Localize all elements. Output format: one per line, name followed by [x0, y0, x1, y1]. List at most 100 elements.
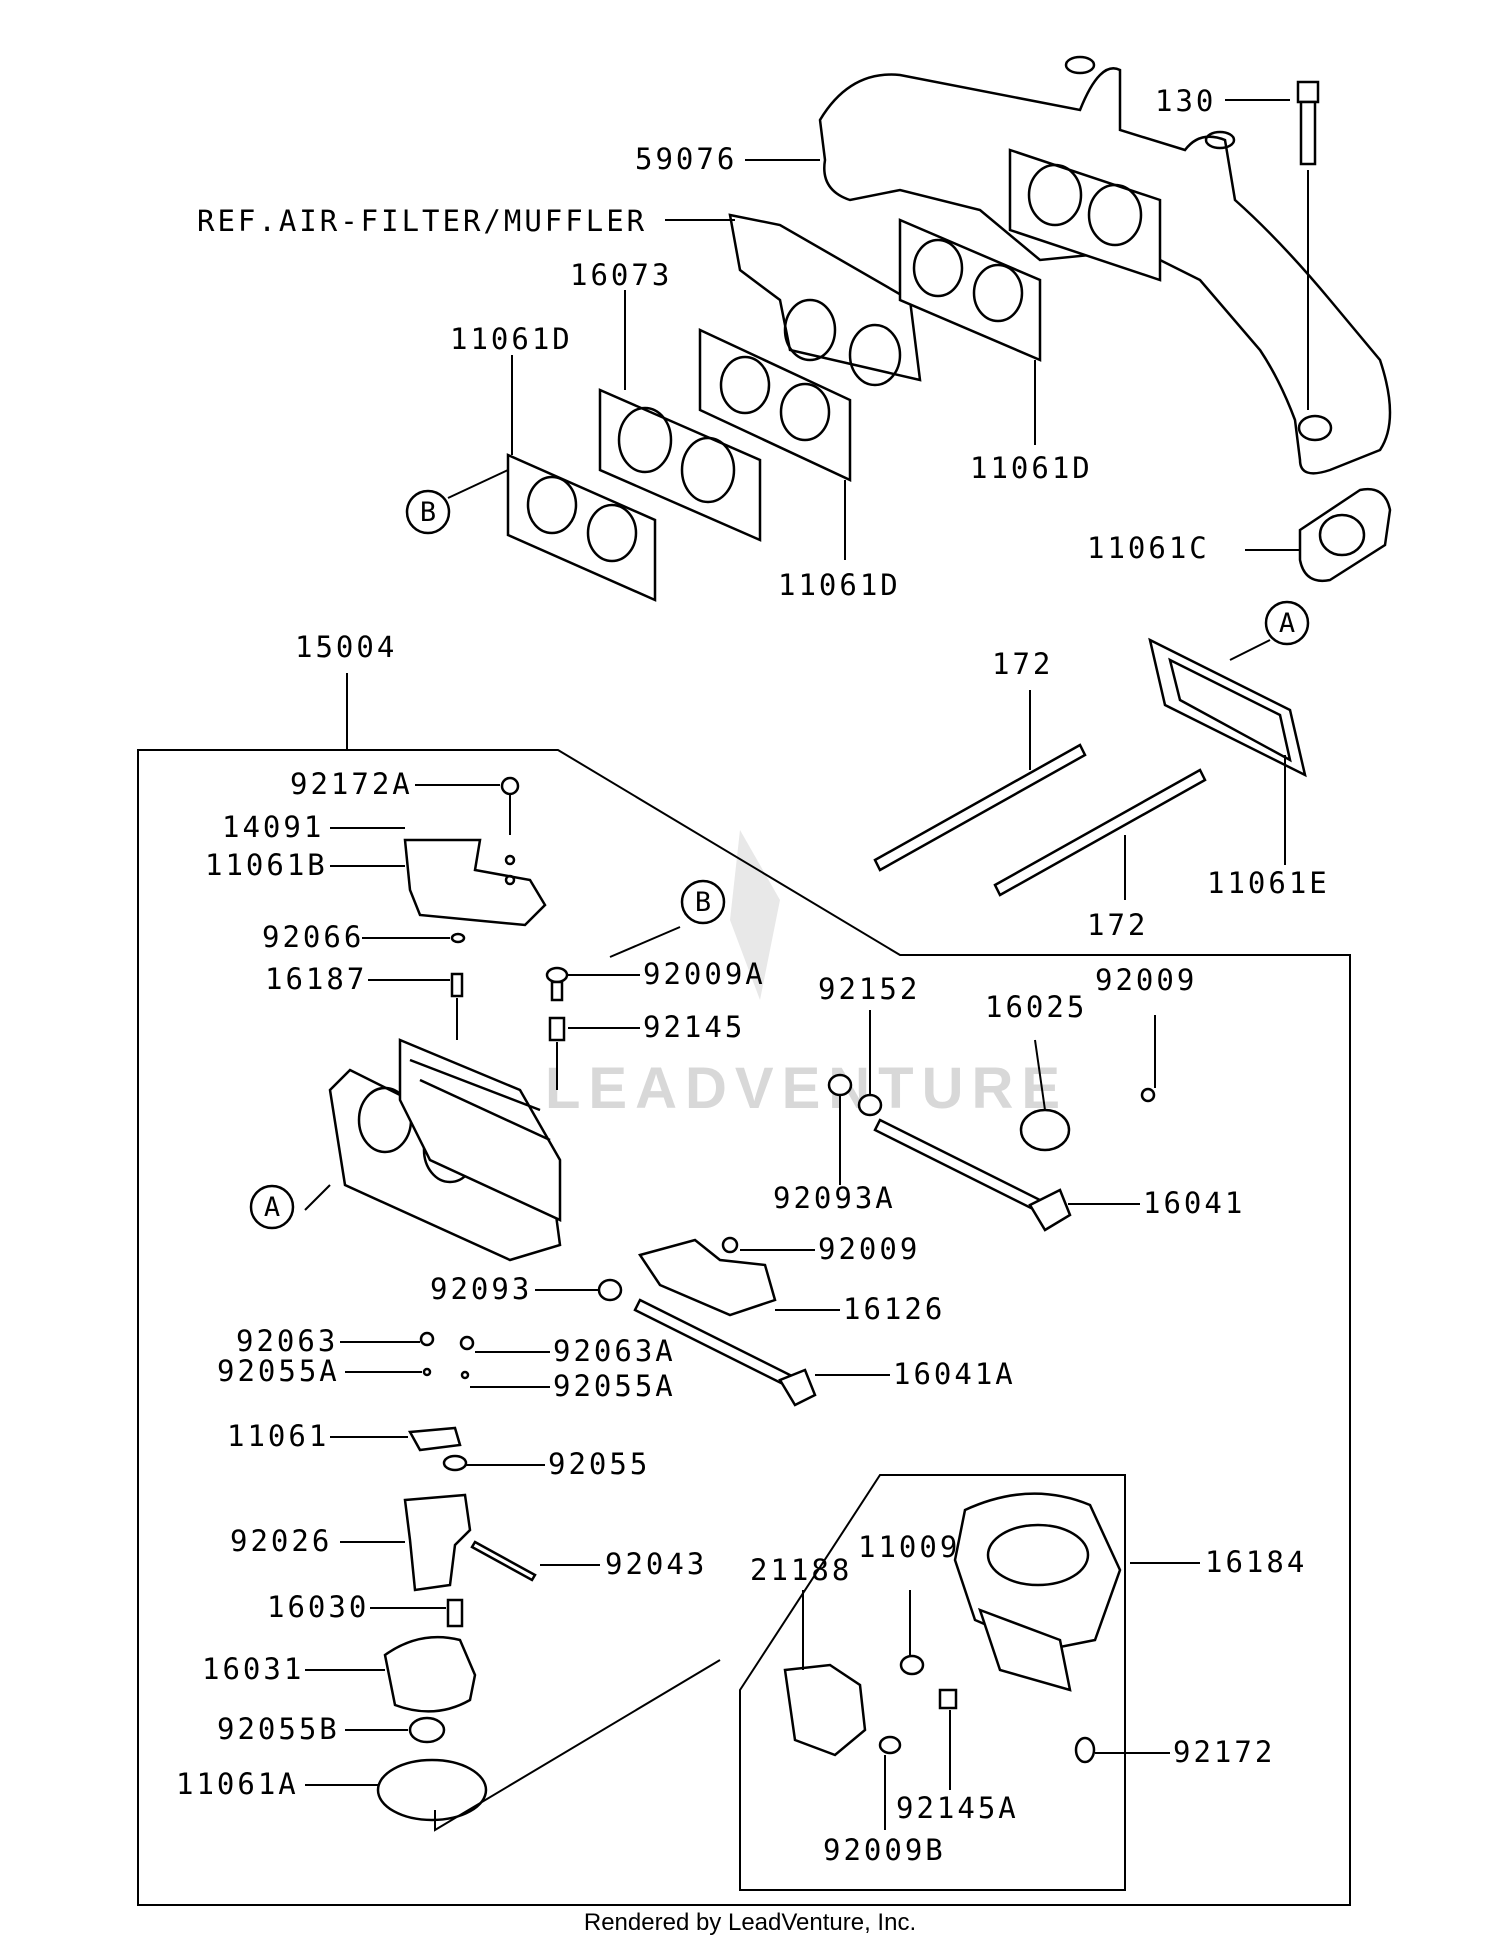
- label-92145: 92145: [643, 1010, 745, 1044]
- label-92172: 92172: [1173, 1735, 1275, 1769]
- sensor-21188: [783, 1663, 867, 1757]
- label-130: 130: [1155, 84, 1216, 118]
- label-92055b: 92055B: [217, 1712, 340, 1746]
- label-92009-lower: 92009: [818, 1232, 920, 1266]
- screw-92172: [1074, 1736, 1096, 1764]
- label-59076: 59076: [635, 142, 737, 176]
- screw-92009-lower: [721, 1236, 739, 1254]
- spring-92145a: [938, 1688, 958, 1710]
- label-92093a: 92093A: [773, 1181, 896, 1215]
- label-11061: 11061: [227, 1419, 329, 1453]
- label-92152: 92152: [818, 972, 920, 1006]
- oring-11061a: [376, 1758, 488, 1822]
- float-16031: [383, 1635, 477, 1713]
- throttle-body-16184: [953, 1492, 1122, 1692]
- label-11061b: 11061B: [205, 848, 328, 882]
- label-16041a: 16041A: [893, 1357, 1016, 1391]
- oring-92055: [442, 1454, 468, 1472]
- label-14091: 14091: [222, 810, 324, 844]
- valve-16025: [1019, 1108, 1071, 1152]
- label-11061d-left: 11061D: [450, 322, 573, 356]
- label-92063a: 92063A: [553, 1334, 676, 1368]
- ref-a-upper: A: [1264, 600, 1310, 646]
- label-92009-upper: 92009: [1095, 963, 1197, 997]
- ref-a-lower: A: [249, 1184, 295, 1230]
- label-172-lower: 172: [1087, 908, 1148, 942]
- screw-92009a: [545, 966, 569, 1002]
- watermark-text: LEADVENTURE: [545, 1056, 1068, 1121]
- oring-92055b: [408, 1716, 446, 1744]
- gasket-11061d-right: [898, 218, 1042, 362]
- label-16187: 16187: [265, 962, 367, 996]
- intake-manifold: [818, 55, 1392, 475]
- plate-16126: [637, 1238, 777, 1317]
- label-172-upper: 172: [992, 647, 1053, 681]
- label-11061e: 11061E: [1207, 866, 1330, 900]
- svg-text:A: A: [264, 1192, 280, 1223]
- svg-text:A: A: [1279, 608, 1295, 639]
- label-15004: 15004: [295, 630, 397, 664]
- plate-14091: [403, 838, 547, 927]
- watermark-logo: [730, 830, 780, 1000]
- svg-text:B: B: [695, 887, 711, 918]
- label-16126: 16126: [843, 1292, 945, 1326]
- shaft-16041a: [633, 1298, 817, 1407]
- shaft-16041: [873, 1118, 1072, 1232]
- leader-ref-b-upper: [447, 469, 509, 499]
- jet-92063a: [459, 1335, 475, 1351]
- gasket-11061d-left: [506, 453, 657, 602]
- oring-92055a-left: [422, 1367, 432, 1377]
- spring-92145: [548, 1016, 566, 1090]
- label-16073: 16073: [570, 258, 672, 292]
- seal-92093a: [827, 1073, 853, 1097]
- ref-b-lower: B: [680, 879, 726, 925]
- footer-credit: Rendered by LeadVenture, Inc.: [584, 1909, 916, 1936]
- leader-16025: [1034, 1039, 1046, 1111]
- label-92009b: 92009B: [823, 1833, 946, 1867]
- ref-b-upper: B: [405, 489, 451, 535]
- label-16184: 16184: [1205, 1545, 1307, 1579]
- gasket-11061: [407, 1426, 462, 1452]
- label-92063: 92063: [236, 1324, 338, 1358]
- label-92055a-right: 92055A: [553, 1369, 676, 1403]
- watermark: LEADVENTURE: [545, 830, 1068, 1121]
- label-92026: 92026: [230, 1524, 332, 1558]
- label-16025: 16025: [985, 990, 1087, 1024]
- stud-172-lower: [993, 768, 1207, 897]
- label-21188: 21188: [750, 1553, 852, 1587]
- gasket-11061d-middle: [698, 328, 852, 482]
- screw-92009-upper: [1140, 1087, 1156, 1103]
- label-11061d-middle: 11061D: [778, 568, 901, 602]
- bolt-130: [1296, 80, 1320, 410]
- screw-92172a: [500, 776, 520, 835]
- label-92055a-left: 92055A: [217, 1354, 340, 1388]
- label-ref-air-filter: REF.AIR-FILTER/MUFFLER: [197, 204, 647, 238]
- carburetor-body: [328, 1038, 562, 1262]
- screw-92009b: [878, 1735, 902, 1755]
- label-16030: 16030: [267, 1590, 369, 1624]
- label-11009: 11009: [858, 1530, 960, 1564]
- label-92009a: 92009A: [643, 957, 766, 991]
- label-92066: 92066: [262, 920, 364, 954]
- needle-16030: [446, 1598, 464, 1628]
- gasket-11061e: [1148, 637, 1307, 778]
- label-16031: 16031: [202, 1652, 304, 1686]
- air-filter-plate: [728, 213, 922, 387]
- leader-ref-b-lower: [609, 926, 681, 958]
- label-11061a: 11061A: [176, 1767, 299, 1801]
- label-92093: 92093: [430, 1272, 532, 1306]
- insulator-16073: [598, 388, 762, 542]
- oring-92055a-right: [460, 1370, 470, 1380]
- label-92172a: 92172A: [290, 767, 413, 801]
- label-92043: 92043: [605, 1547, 707, 1581]
- label-11061d-right: 11061D: [970, 451, 1093, 485]
- leader-ref-a-lower: [304, 1184, 331, 1211]
- bowl-bracket: [434, 1659, 721, 1832]
- stud-172-upper: [873, 743, 1087, 872]
- washer-92066: [450, 932, 466, 944]
- carburetor-frame: [137, 749, 1351, 1906]
- label-16041: 16041: [1143, 1186, 1245, 1220]
- label-92145a: 92145A: [896, 1791, 1019, 1825]
- pin-92043: [470, 1540, 537, 1582]
